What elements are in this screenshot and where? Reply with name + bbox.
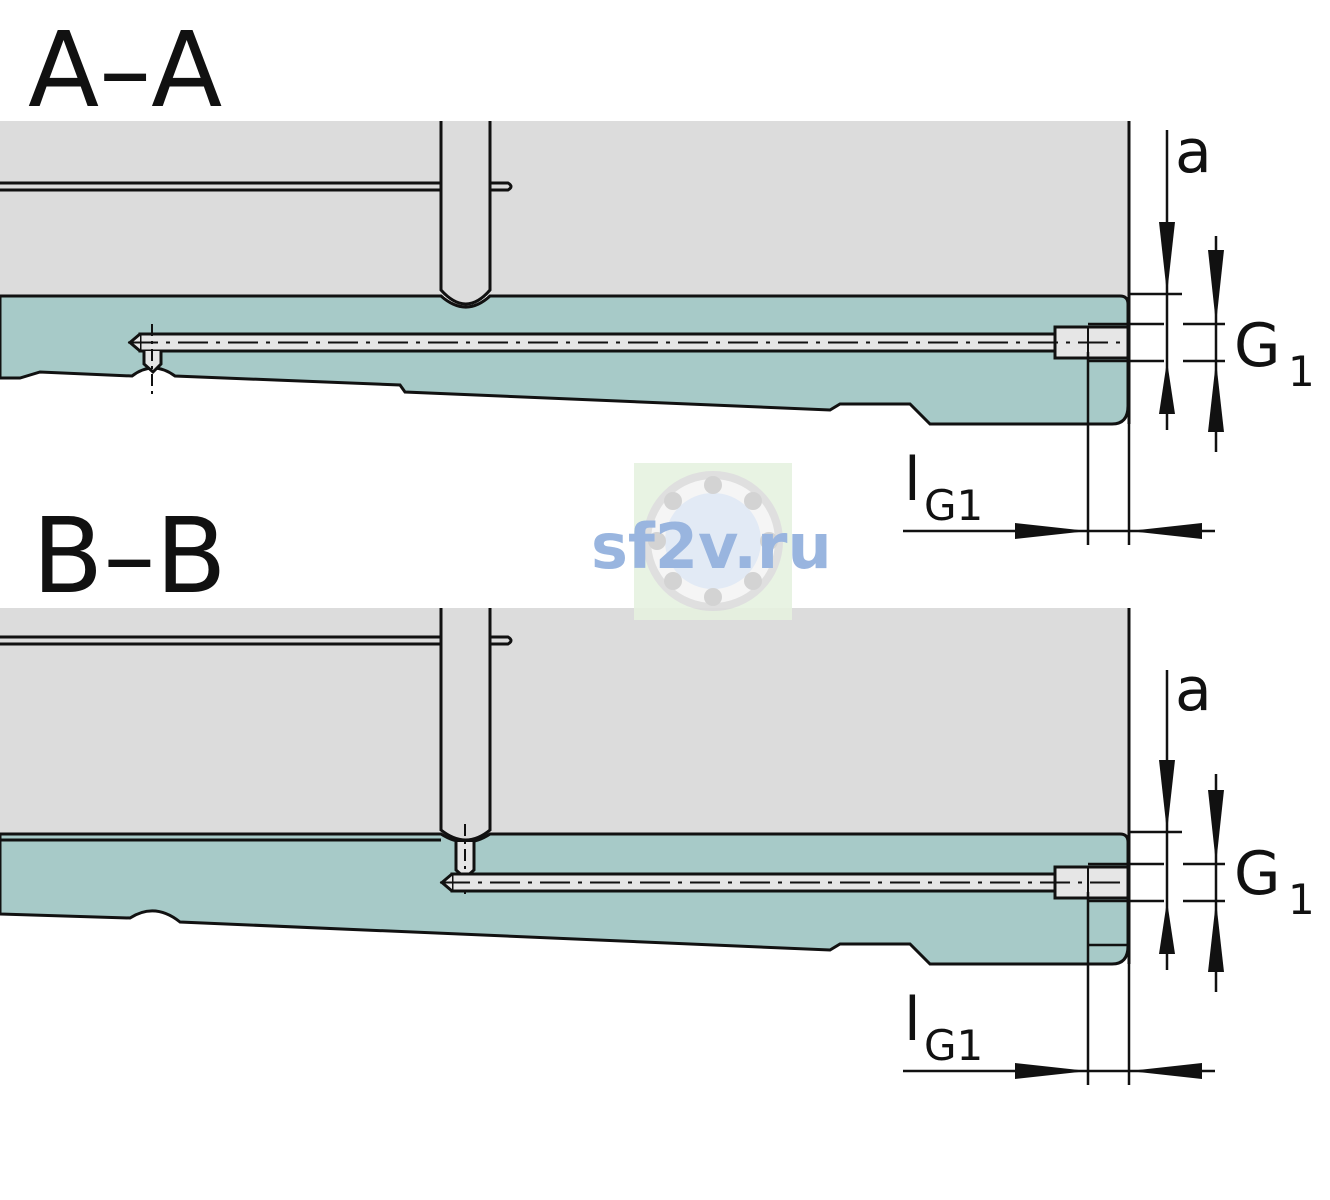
label-g-sub: 1 [1288,875,1315,924]
carriage-body [0,121,1128,296]
watermark: sf2v.ru [591,463,832,620]
section-a-a: A–A [0,9,1315,545]
rail-body [0,294,1130,426]
label-g: G [1234,839,1281,909]
section-title-a: A–A [28,9,222,131]
section-b-b: B–B [0,495,1315,1085]
rail-body [0,832,1130,966]
label-l: l [904,445,921,515]
dimension-arrows-b [1015,760,1224,1079]
watermark-text: sf2v.ru [591,510,832,583]
label-a: a [1175,655,1212,725]
lube-channel [439,608,492,842]
bearing-balls [648,476,778,606]
carriage-body [0,608,1128,835]
label-l: l [904,985,921,1055]
label-g-sub: 1 [1288,347,1315,396]
lube-channel [439,121,492,306]
section-title-b: B–B [32,495,227,617]
label-l-sub: G1 [924,1021,983,1070]
dimension-arrows-a [1015,222,1224,539]
label-g: G [1234,311,1281,381]
label-l-sub: G1 [924,481,983,530]
label-a: a [1175,117,1212,187]
